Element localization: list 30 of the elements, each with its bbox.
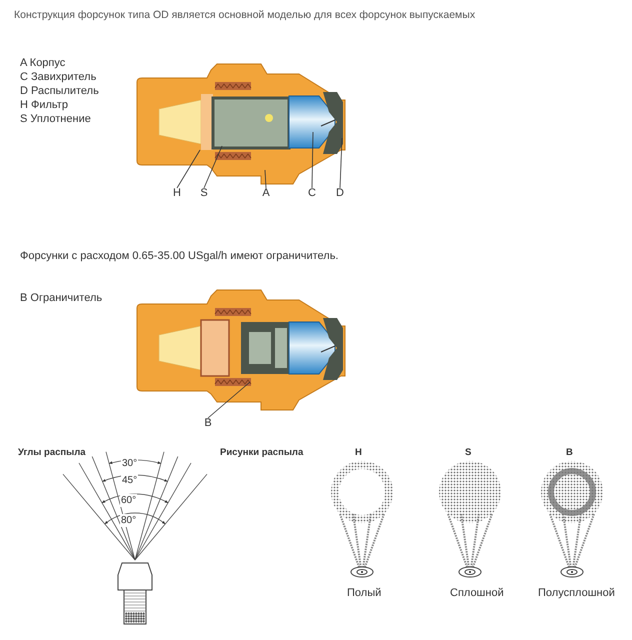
leader-line (340, 138, 342, 188)
caption-text: Конструкция форсунок типа OD является основной моделью для всех форсунок выпускаемых (14, 9, 476, 22)
pattern-name: Сплошной (450, 587, 504, 600)
pattern-name: Полый (347, 587, 382, 600)
pattern-letter: H (355, 446, 362, 459)
leader-line (264, 170, 266, 188)
part-legend-text: C Завихритель (20, 71, 96, 84)
part-legend-text: H Фильтр (20, 99, 68, 112)
part-legend-text: A Корпус (20, 57, 66, 70)
callout-letter: C (305, 187, 319, 200)
callout-letter: S (197, 187, 211, 200)
section-heading: Углы распыла (18, 446, 86, 459)
angle-label: 80° (120, 514, 138, 527)
pattern-letter: B (566, 446, 573, 459)
part-legend-text: B Ограничитель (20, 292, 102, 305)
callout-letter: H (170, 187, 184, 200)
part-legend-text: S Уплотнение (20, 113, 91, 126)
section-heading: Форсунки с расходом 0.65-35.00 USgal/h имеют ограничитель. (20, 250, 338, 263)
leader-line (312, 132, 314, 188)
section-heading: Рисунки распыла (220, 446, 304, 459)
part-legend-text: D Распылитель (20, 85, 99, 98)
callout-letter: B (201, 417, 215, 430)
callout-letter: D (333, 187, 347, 200)
leader-line (208, 382, 250, 418)
pattern-name: Полусплошной (538, 587, 615, 600)
leader-line (204, 146, 222, 188)
callout-letter: A (259, 187, 273, 200)
pattern-letter: S (465, 446, 472, 459)
leader-line (176, 150, 200, 188)
angle-label: 60° (120, 494, 138, 507)
